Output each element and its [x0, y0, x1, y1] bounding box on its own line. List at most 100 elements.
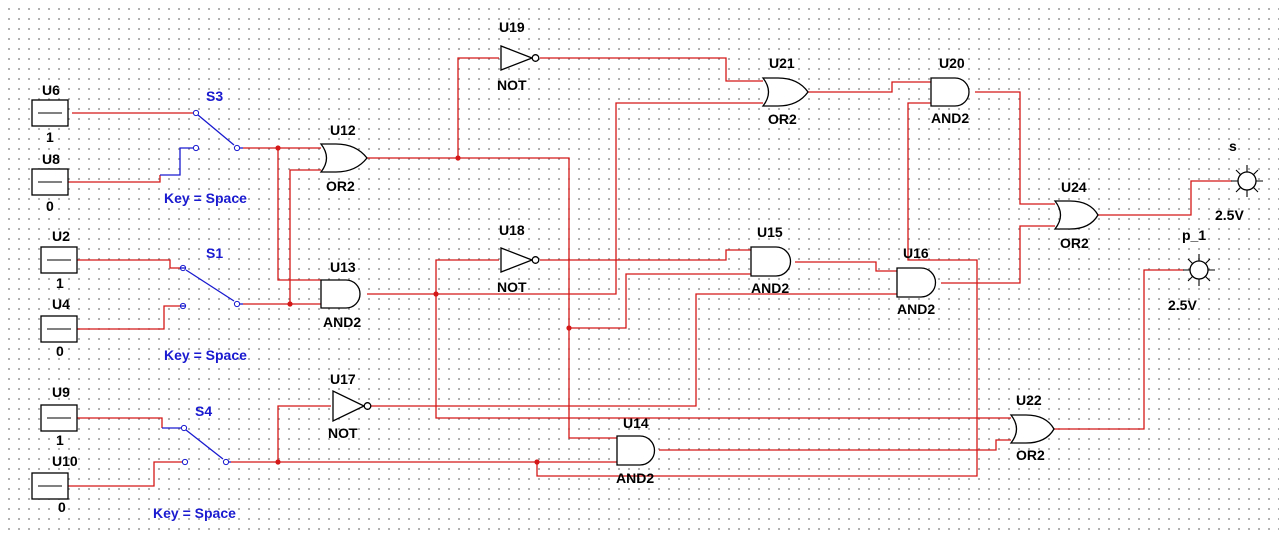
wire	[371, 293, 897, 407]
source-U9[interactable]: U9 1	[40, 384, 78, 448]
wire	[1098, 180, 1232, 216]
junctions	[275, 145, 572, 465]
switch-key: Key = Space	[164, 190, 247, 206]
gate-id: U21	[769, 55, 795, 71]
gate-id: U12	[330, 122, 356, 138]
switch-S4[interactable]: S4 Key = Space	[153, 403, 236, 521]
wire	[289, 169, 321, 304]
source-value: 1	[56, 432, 64, 448]
gate-type: OR2	[326, 178, 355, 194]
gate-id: U16	[903, 245, 929, 261]
source-value: 0	[56, 343, 64, 359]
junction-dot	[566, 325, 572, 331]
gate-U22[interactable]: U22 OR2	[1009, 392, 1055, 463]
gate-U12[interactable]: U12 OR2	[319, 122, 368, 194]
gate-id: U22	[1016, 392, 1042, 408]
source-U4[interactable]: U4 0	[40, 296, 78, 359]
gate-type: NOT	[497, 279, 527, 295]
gate-U21[interactable]: U21 OR2	[761, 55, 809, 127]
source-U6[interactable]: U6 1	[31, 82, 69, 145]
wire	[435, 259, 499, 294]
source-value: 1	[46, 129, 54, 145]
wire	[536, 102, 978, 477]
probe-s[interactable]: s 2.5V	[1215, 138, 1263, 223]
junction-dot	[275, 459, 281, 465]
source-id: U10	[52, 453, 78, 469]
source-id: U2	[52, 228, 70, 244]
source-id: U9	[52, 384, 70, 400]
wire	[569, 273, 751, 329]
probe-id: s	[1229, 138, 1237, 154]
wire	[66, 175, 161, 183]
source-id: U6	[42, 82, 60, 98]
gate-id: U19	[499, 19, 525, 35]
gate-U18[interactable]: U18 NOT	[497, 222, 540, 295]
source-U2[interactable]: U2 1	[40, 228, 78, 291]
source-value: 0	[46, 198, 54, 214]
gate-type: AND2	[323, 314, 361, 330]
switch-S3[interactable]: S3 Key = Space	[160, 88, 247, 206]
gate-type: NOT	[497, 77, 527, 93]
junction-dot	[433, 291, 439, 297]
gate-id: U13	[330, 259, 356, 275]
gate-U16[interactable]: U16 AND2	[896, 245, 937, 317]
wire	[367, 102, 763, 295]
source-id: U8	[42, 151, 60, 167]
gate-U19[interactable]: U19 NOT	[497, 19, 540, 93]
probe-id: p_1	[1182, 227, 1206, 243]
wire	[941, 225, 1055, 284]
switch-id: S3	[206, 88, 223, 104]
probe-voltage: 2.5V	[1215, 207, 1244, 223]
gate-U20[interactable]: U20 AND2	[930, 55, 970, 126]
switch-id: S4	[195, 403, 212, 419]
gate-U24[interactable]: U24 OR2	[1053, 179, 1099, 251]
gate-type: OR2	[1016, 447, 1045, 463]
wire	[243, 147, 321, 281]
wire	[540, 57, 763, 82]
wire	[1054, 269, 1184, 430]
wire	[975, 91, 1055, 205]
wire	[75, 417, 163, 428]
source-value: 0	[58, 499, 66, 515]
gate-type: OR2	[1060, 235, 1089, 251]
gate-type: AND2	[751, 280, 789, 296]
probe-p_1[interactable]: p_1 2.5V	[1168, 227, 1215, 313]
wire	[659, 439, 1011, 451]
switch-S1[interactable]: S1 Key = Space	[164, 245, 247, 363]
gate-type: NOT	[328, 425, 358, 441]
gate-id: U14	[623, 415, 649, 431]
gate-id: U15	[757, 224, 783, 240]
wire	[75, 305, 180, 330]
wire	[540, 249, 751, 261]
source-U8[interactable]: U8 0	[31, 151, 69, 214]
wire	[367, 157, 617, 439]
junction-dot	[275, 145, 281, 151]
switch-key: Key = Space	[153, 505, 236, 521]
gate-U13[interactable]: U13 AND2	[320, 259, 361, 330]
probe-voltage: 2.5V	[1168, 297, 1197, 313]
wire	[795, 261, 897, 272]
gate-id: U18	[499, 222, 525, 238]
gate-U15[interactable]: U15 AND2	[750, 224, 792, 296]
gate-id: U20	[939, 55, 965, 71]
junction-dot	[287, 301, 293, 307]
gate-type: AND2	[616, 470, 654, 486]
wire	[457, 57, 499, 158]
gate-id: U24	[1061, 179, 1087, 195]
source-id: U4	[52, 296, 70, 312]
source-value: 1	[56, 275, 64, 291]
gate-id: U17	[330, 371, 356, 387]
gate-type: AND2	[931, 110, 969, 126]
switch-id: S1	[206, 245, 223, 261]
gate-U17[interactable]: U17 NOT	[328, 371, 372, 441]
wire	[66, 461, 182, 487]
gate-U14[interactable]: U14 AND2	[616, 415, 656, 486]
gate-type: AND2	[897, 301, 935, 317]
gate-type: OR2	[768, 111, 797, 127]
wire	[231, 405, 331, 463]
switch-key: Key = Space	[164, 347, 247, 363]
wires	[66, 57, 1232, 487]
source-U10[interactable]: U10 0	[31, 453, 78, 515]
